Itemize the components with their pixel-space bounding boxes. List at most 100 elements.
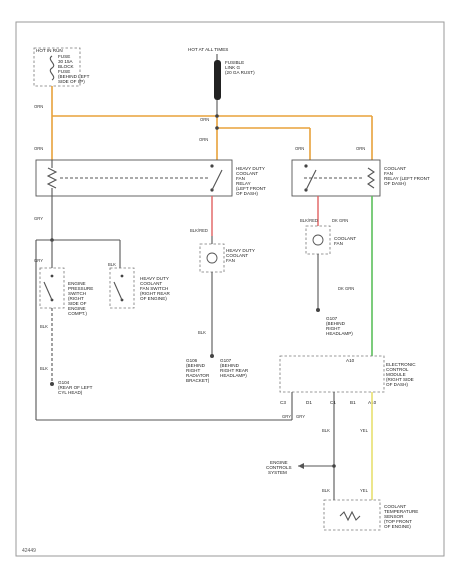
wire-label: DK GRN bbox=[338, 286, 354, 291]
sensor-label-line: SENSOR bbox=[384, 514, 404, 519]
ecm-label-line: ELECTRONIC bbox=[386, 362, 416, 367]
switch-label-line: HEAVY DUTY bbox=[140, 276, 169, 281]
fusible-link-icon bbox=[214, 60, 221, 100]
ground-label-line: RIGHT bbox=[186, 368, 200, 373]
wire-label: ORN bbox=[199, 137, 208, 142]
ground-label-line: RIGHT REAR bbox=[220, 368, 249, 373]
fan-motor-icon bbox=[312, 234, 324, 246]
sensor-label-line: (TOP FRONT bbox=[384, 519, 412, 524]
relay-label-line: FAN bbox=[384, 171, 393, 176]
fan-label-line: COOLANT bbox=[226, 253, 248, 258]
ground-label-line: (BEHIND bbox=[186, 363, 206, 368]
wire-label: YEL bbox=[360, 428, 369, 433]
coolant-fan-relay: COOLANT FAN RELAY (LEFT FRONT OF DASH) bbox=[291, 159, 430, 197]
wire-label: BLK bbox=[198, 330, 206, 335]
heavy-duty-coolant-fan: BLK/RED HEAVY DUTY COOLANT FAN BLK G106 … bbox=[186, 196, 255, 383]
fusible-link-name: FUSIBLE bbox=[225, 60, 244, 65]
ground-label-line: G104 bbox=[58, 380, 70, 385]
ecm-label-line: MODULE bbox=[386, 372, 406, 377]
ecm-pin: B1 bbox=[350, 400, 356, 405]
fuse-block-title: HOT IN RUN bbox=[36, 48, 63, 53]
ground-label-line: G107 bbox=[220, 358, 232, 363]
wire-label: GRY bbox=[282, 414, 291, 419]
ecm-pin: C3 bbox=[280, 400, 286, 405]
fusible-link-line2: (20 GA RUST) bbox=[225, 70, 255, 75]
wire-label: BLK bbox=[40, 366, 48, 371]
fan-label-line: COOLANT bbox=[334, 236, 356, 241]
ecm-label-line: OF DASH) bbox=[386, 382, 408, 387]
wire-label: ORN bbox=[356, 146, 365, 151]
fan-label-line: FAN bbox=[226, 258, 235, 263]
relay-label-line: RELAY (LEFT FRONT bbox=[384, 176, 430, 181]
switch-label-line: FAN SWITCH bbox=[140, 286, 168, 291]
engine-controls-line: ENGINE bbox=[270, 460, 288, 465]
relay-label-line: HEAVY DUTY bbox=[236, 166, 265, 171]
orange-bus: ORN ORN ORN ORN ORN ORN bbox=[34, 86, 373, 160]
fan-motor-icon bbox=[206, 252, 218, 264]
fuse-block-line-6: SIDE OF I/P) bbox=[58, 79, 85, 84]
switch-label-line: (RIGHT REAR bbox=[140, 291, 170, 296]
fuse-block: HOT IN RUN FUSE 30 15A BLOCK FUSE (BEHIN… bbox=[33, 47, 90, 87]
ground-label-line: CYL HEAD) bbox=[58, 390, 83, 395]
switch-label-line: OF ENGINE) bbox=[140, 296, 167, 301]
relay-label-line: COOLANT bbox=[236, 171, 258, 176]
fuse-block-line-2: 30 15A bbox=[58, 59, 73, 64]
wire-label: ORN bbox=[34, 146, 43, 151]
ground-label-line: BRACKET) bbox=[186, 378, 210, 383]
ground-label-line: G107 bbox=[326, 316, 338, 321]
coolant-fan: BLK/RED DK GRN COOLANT FAN DK GRN G107 (… bbox=[300, 196, 373, 356]
ecm-label-line: (RIGHT SIDE bbox=[386, 377, 414, 382]
ground-label-line: (REAR OF LEFT bbox=[58, 385, 93, 390]
ground-label-line: HEADLAMP) bbox=[326, 331, 353, 336]
switch-label-line: SIDE OF bbox=[68, 301, 87, 306]
ground-label-line: HEADLAMP) bbox=[220, 373, 247, 378]
sensor-label-line: OF ENGINE) bbox=[384, 524, 411, 529]
fuse-block-line-3: BLOCK bbox=[58, 64, 75, 69]
diagram-frame bbox=[15, 21, 445, 557]
wire-label: BLK bbox=[322, 428, 330, 433]
engine-controls-line: SYSTEM bbox=[268, 470, 287, 475]
wire-label: GRY bbox=[34, 258, 43, 263]
wire-label: YEL bbox=[360, 488, 369, 493]
ground-label-line: G106 bbox=[186, 358, 198, 363]
ecm-label-line: CONTROL bbox=[386, 367, 409, 372]
engine-controls-line: CONTROLS bbox=[266, 465, 292, 470]
sensor-label-line: TEMPERATURE bbox=[384, 509, 418, 514]
wire-label: GRY bbox=[296, 414, 305, 419]
wire-label: BLK/RED bbox=[300, 218, 318, 223]
switch-label-line: COOLANT bbox=[140, 281, 162, 286]
sensor-circuit: BLK YEL ENGINE CONTROLS SYSTEM BLK YEL C… bbox=[266, 392, 418, 531]
switch-label-line: SWITCH bbox=[68, 291, 86, 296]
ecm-pin: A10 bbox=[346, 358, 355, 363]
fusible-link: HOT AT ALL TIMES FUSIBLE LINK G (20 GA R… bbox=[188, 47, 255, 116]
fusible-link-line1: LINK G bbox=[225, 65, 240, 70]
wire-label: ORN bbox=[200, 117, 209, 122]
fan-label-line: FAN bbox=[334, 241, 343, 246]
hot-at-all-times-label: HOT AT ALL TIMES bbox=[188, 47, 228, 52]
electronic-control-module: A10 ELECTRONIC CONTROL MODULE (RIGHT SID… bbox=[279, 355, 416, 420]
ecm-pin: D1 bbox=[306, 400, 312, 405]
switch-label-line: ENGINE bbox=[68, 306, 86, 311]
fuse-block-line-4: FUSE bbox=[58, 69, 70, 74]
ecm-pin: C1 bbox=[330, 400, 336, 405]
fuse-block-line-5: (BEHIND LEFT bbox=[58, 74, 90, 79]
wire-label: GRY bbox=[34, 216, 43, 221]
switch-label-line: (RIGHT bbox=[68, 296, 84, 301]
wire-label: DK GRN bbox=[332, 218, 348, 223]
left-branch: GRY GRY BLK ENGINE PRESSURE SWITCH (RIGH… bbox=[34, 196, 292, 421]
relay-label-line: COOLANT bbox=[384, 166, 406, 171]
arrow-icon bbox=[298, 463, 304, 469]
fan-label-line: HEAVY DUTY bbox=[226, 248, 255, 253]
fuse-block-line-1: FUSE bbox=[58, 54, 70, 59]
ground-label-line: RIGHT bbox=[326, 326, 340, 331]
relay-label-line: RELAY bbox=[236, 181, 251, 186]
switch-label-line: ENGINE bbox=[68, 281, 86, 286]
wire-label: BLK bbox=[108, 262, 116, 267]
fuse-icon bbox=[49, 55, 55, 81]
relay-label-line: OF DASH) bbox=[236, 191, 258, 196]
wire-label: BLK/RED bbox=[190, 228, 208, 233]
thermistor-icon bbox=[339, 510, 361, 522]
relay-label-line: OF DASH) bbox=[384, 181, 406, 186]
ground-label-line: RADIATOR bbox=[186, 373, 210, 378]
